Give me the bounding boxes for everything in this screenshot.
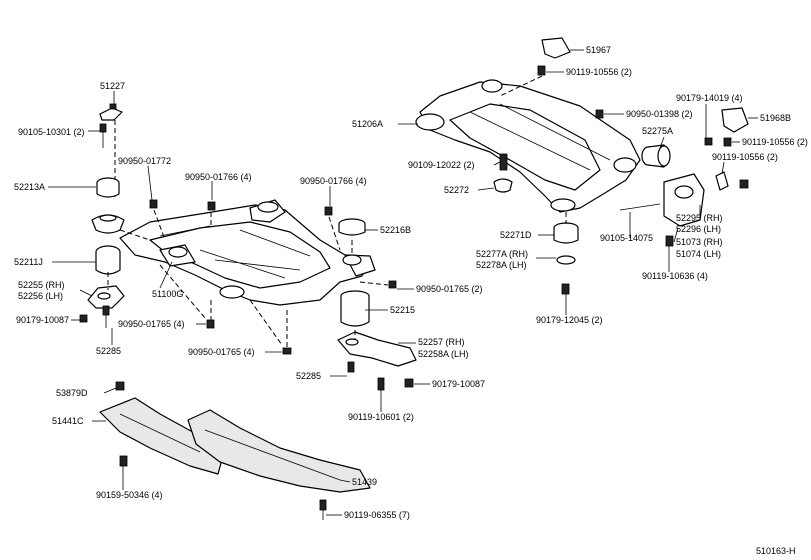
cushion-52211J: [95, 245, 121, 275]
leader-lines: [48, 49, 758, 516]
label-90119-10556a: 90119-10556 (2): [566, 67, 632, 77]
label-90179-12045: 90179-12045 (2): [536, 315, 603, 325]
label-52285a: 52285: [96, 346, 121, 356]
label-90159-50346: 90159-50346 (4): [96, 490, 163, 500]
label-90105-10301: 90105-10301 (2): [18, 127, 85, 137]
rear-suspension-crossmember: [415, 79, 641, 213]
label-90105-14075: 90105-14075: [600, 233, 653, 243]
label-51439: 51439: [352, 477, 377, 487]
label-52258A: 52258A (LH): [418, 349, 469, 359]
label-90179-14019: 90179-14019 (4): [676, 93, 743, 103]
label-51074: 51074 (LH): [676, 249, 721, 259]
label-90950-01766b: 90950-01766 (4): [300, 176, 367, 186]
label-90179-10087b: 90179-10087: [432, 379, 485, 389]
label-51206A: 51206A: [352, 119, 383, 129]
label-52211J: 52211J: [14, 257, 43, 267]
label-52275A: 52275A: [642, 126, 673, 136]
mount-51073: [619, 171, 749, 262]
label-52272: 52272: [444, 185, 469, 195]
bracket-52255: [79, 272, 125, 328]
label-51967: 51967: [586, 45, 611, 55]
cushion-52213A: [91, 177, 125, 234]
label-52257: 52257 (RH): [418, 337, 465, 347]
label-52295: 52295 (RH): [676, 213, 723, 223]
front-suspension-crossmember: [119, 199, 376, 306]
label-90950-01766a: 90950-01766 (4): [185, 172, 252, 182]
label-90950-01765b: 90950-01765 (4): [118, 319, 185, 329]
part-labels: 51227 90105-10301 (2) 52213A 90950-01772…: [14, 45, 808, 556]
label-52296: 52296 (LH): [676, 224, 721, 234]
label-90119-10556c: 90119-10556 (2): [712, 152, 778, 162]
label-90119-10636: 90119-10636 (4): [642, 271, 708, 281]
diagram-id: 510163-H: [756, 546, 796, 556]
label-51100G: 51100G: [152, 289, 183, 299]
washers-front: [119, 199, 397, 355]
cover-51439: [187, 409, 371, 520]
cushion-52216B: [338, 218, 366, 236]
label-52255: 52255 (RH): [18, 280, 65, 290]
bracket-51968B: [704, 107, 749, 147]
label-51073: 51073 (RH): [676, 237, 723, 247]
cushion-52215: [340, 240, 370, 327]
bushing-52275A: [641, 144, 671, 168]
arm-52257: [337, 330, 417, 404]
label-52277A: 52277A (RH): [476, 249, 528, 259]
label-53879D: 53879D: [56, 388, 88, 398]
label-90119-10556b: 90119-10556 (2): [742, 137, 808, 147]
label-52213A: 52213A: [14, 182, 45, 192]
cover-51441C: [99, 381, 225, 482]
label-52285b: 52285: [296, 371, 321, 381]
label-51227: 51227: [100, 81, 125, 91]
label-90109-12022: 90109-12022 (2): [408, 160, 475, 170]
label-52215: 52215: [390, 305, 415, 315]
label-90950-01772: 90950-01772: [118, 156, 171, 166]
stopper-52272: [493, 109, 604, 193]
label-90119-06355: 90119-06355 (7): [344, 510, 410, 520]
cushion-52271D: [553, 212, 579, 295]
label-90950-01398: 90950-01398 (2): [626, 109, 693, 119]
label-90119-10601: 90119-10601 (2): [348, 412, 414, 422]
label-52278A: 52278A (LH): [476, 260, 527, 270]
label-90950-01765a: 90950-01765 (2): [416, 284, 483, 294]
label-51441C: 51441C: [52, 416, 84, 426]
label-52216B: 52216B: [380, 225, 411, 235]
label-90179-10087a: 90179-10087: [16, 315, 69, 325]
label-90950-01765c: 90950-01765 (4): [188, 347, 255, 357]
label-51968B: 51968B: [760, 113, 791, 123]
label-52256: 52256 (LH): [18, 291, 63, 301]
bracket-51967: [499, 37, 571, 97]
label-52271D: 52271D: [500, 230, 532, 240]
